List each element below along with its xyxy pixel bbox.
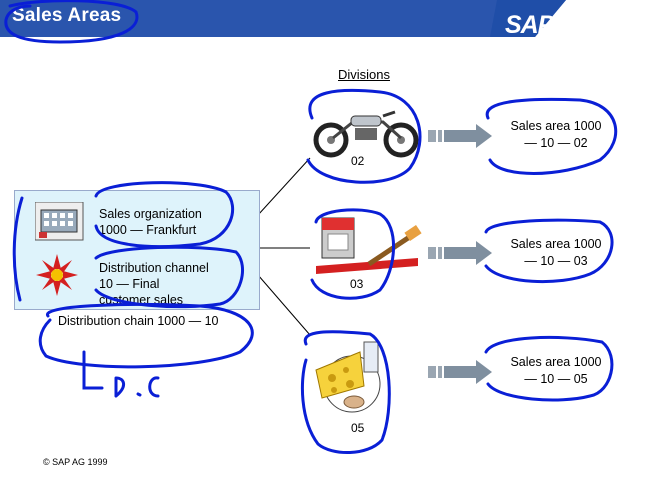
sales-area-05-line2: — 10 — 05	[524, 372, 588, 386]
ink-circle-paint	[310, 208, 395, 300]
title-bar-background	[0, 0, 566, 37]
division-number-02: 02	[351, 154, 365, 168]
motorcycle-icon	[313, 110, 419, 158]
sales-area-03-line2: — 10 — 03	[524, 254, 588, 268]
sales-area-05-line1: Sales area 1000	[510, 355, 602, 369]
arrow-right-icon	[428, 241, 492, 265]
dist-channel-text: Distribution channel 10 — Final customer…	[99, 260, 209, 308]
ink-arrow-dc	[82, 350, 104, 390]
division-number-05: 05	[351, 421, 365, 435]
arrow-right-icon	[428, 124, 492, 148]
arrow-right-icon	[428, 360, 492, 384]
ink-text-dc	[114, 376, 160, 398]
sales-area-05: Sales area 1000 — 10 — 05	[496, 354, 616, 388]
distribution-chain-label: Distribution chain 1000 — 10	[58, 314, 219, 328]
title-bar: Sales Areas SAP	[0, 0, 657, 39]
ink-circle-title	[4, 0, 139, 44]
sales-area-03: Sales area 1000 — 10 — 03	[496, 236, 616, 270]
sales-area-02-line2: — 10 — 02	[524, 136, 588, 150]
dist-channel-value: 10 — Final	[99, 277, 160, 291]
sap-logo: SAP	[505, 11, 554, 39]
ink-circle-salesarea-03	[484, 218, 614, 283]
sales-area-03-line1: Sales area 1000	[510, 237, 602, 251]
distribution-star-icon	[36, 254, 78, 296]
ink-circle-divisions	[306, 88, 422, 184]
building-icon	[35, 202, 84, 241]
cheese-food-icon	[315, 341, 381, 413]
sales-org-label: Sales organization	[99, 207, 202, 221]
sales-area-02: Sales area 1000 — 10 — 02	[496, 118, 616, 152]
ink-circle-salesarea-02	[485, 97, 618, 175]
sales-org-value: 1000 — Frankfurt	[99, 223, 197, 237]
ink-circle-chain	[38, 302, 254, 369]
copyright-notice: © SAP AG 1999	[43, 457, 108, 467]
sales-area-02-line1: Sales area 1000	[510, 119, 602, 133]
ink-circle-food	[300, 330, 391, 455]
divisions-heading: Divisions	[338, 67, 391, 82]
ink-circle-salesarea-05	[484, 335, 614, 402]
ink-circle-distchannel	[94, 245, 245, 309]
ink-bracket-left	[12, 196, 24, 302]
page-title: Sales Areas	[12, 5, 122, 26]
dist-channel-label: Distribution channel	[99, 261, 209, 275]
ink-circle-salesorg	[94, 181, 235, 249]
division-number-03: 03	[350, 277, 364, 291]
sales-org-text: Sales organization 1000 — Frankfurt	[99, 206, 202, 238]
